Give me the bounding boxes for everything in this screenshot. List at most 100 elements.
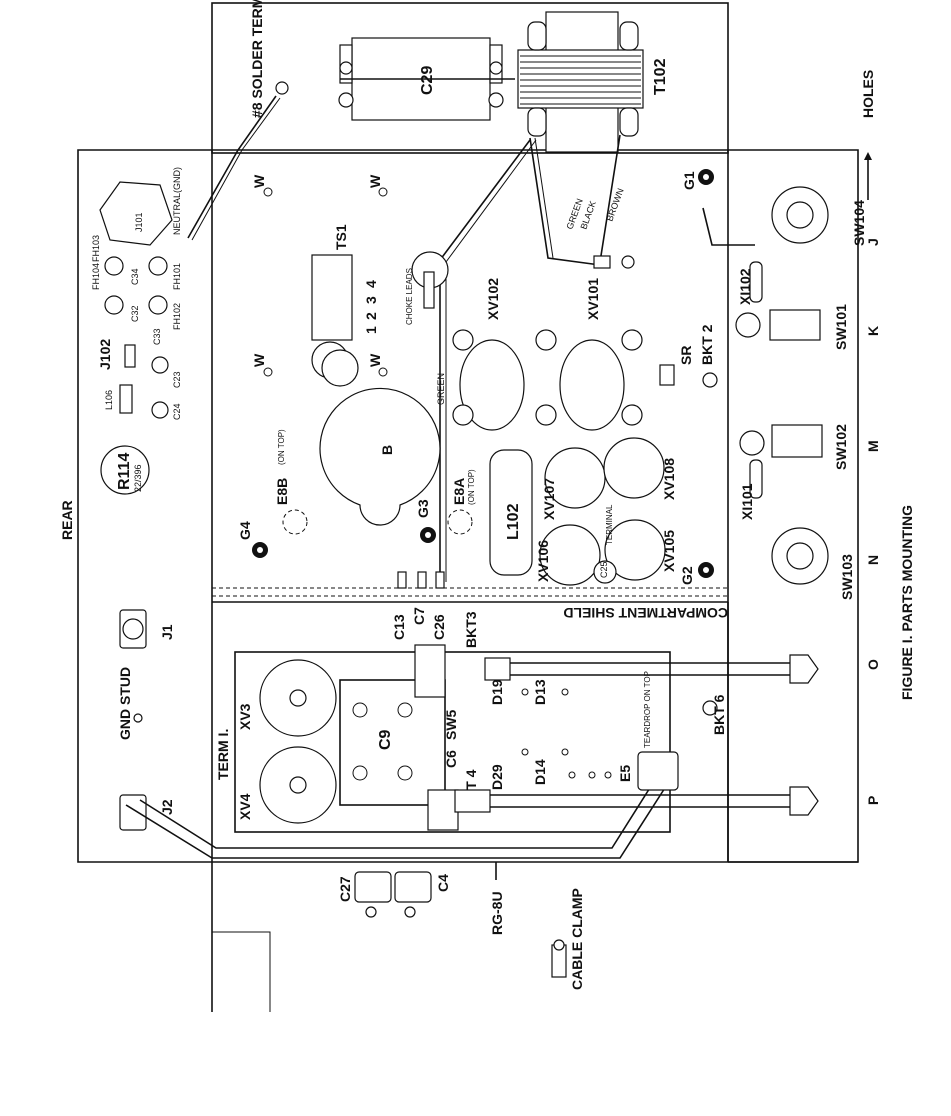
chassis-outline <box>77 2 859 1012</box>
connector-j1: J1 <box>119 609 175 649</box>
trimmer-c27: C27 <box>337 871 392 918</box>
d19-label: D19 <box>489 679 505 705</box>
tube-socket-xv108: XV108 <box>603 437 677 500</box>
xv102-label: XV102 <box>485 278 501 320</box>
solder-terminals: #8 SOLDER TERMINALS <box>187 0 289 241</box>
ground-points: G1 G2 G3 G4 <box>237 169 714 585</box>
bkt2-label: BKT 2 <box>699 324 715 365</box>
c27-label: C27 <box>337 876 353 902</box>
hole-letter-m: M <box>865 440 881 452</box>
choke-leads: CHOKE LEADS <box>405 251 449 325</box>
part-e8a: E8A (ON TOP) <box>447 469 476 535</box>
xv108-label: XV108 <box>661 458 677 500</box>
fh101-label: FH101 <box>172 263 182 290</box>
tube-socket-xv4: XV4 <box>237 746 337 824</box>
g3-label: G3 <box>415 499 431 518</box>
e5-label: E5 <box>617 765 633 782</box>
tube-socket-xv105: XV105 <box>604 519 677 581</box>
wire-brown-label: BROWN <box>604 187 625 223</box>
hole-letter-k: K <box>865 326 881 336</box>
wire-green-label-2: GREEN <box>436 373 446 405</box>
bracket-bkt6: BKT 6 <box>702 694 727 735</box>
j101-label: J101 <box>134 212 144 232</box>
solder-terminals-label: #8 SOLDER TERMINALS <box>249 0 265 118</box>
capacitor-c9: C9 <box>352 702 413 781</box>
bracket-bkt2: BKT 2 <box>699 324 718 388</box>
ts1-label: TS1 <box>333 224 349 250</box>
fh104-label: FH104 <box>91 263 101 290</box>
e8a-label: E8A <box>451 478 467 505</box>
c24-label: C24 <box>172 403 182 420</box>
capacitor-c29: C29 <box>338 37 515 121</box>
w-label: W <box>251 353 267 367</box>
c33-label: C33 <box>152 328 162 345</box>
connector-j102: J102 C23 <box>97 339 182 388</box>
holes-label: HOLES <box>860 70 876 118</box>
trimmer-c4: C4 <box>394 871 451 918</box>
xi102-label: XI102 <box>737 268 753 305</box>
c23-label: C23 <box>172 371 182 388</box>
c6-label: C6 <box>443 750 459 768</box>
tube-socket-xv101: XV101 <box>535 278 643 431</box>
sw5-label: SW5 <box>443 709 459 740</box>
t102-label: T102 <box>652 58 669 95</box>
hole-letter-j: J <box>865 238 881 246</box>
j102-label: J102 <box>97 339 113 370</box>
j2-label: J2 <box>159 799 175 815</box>
e8b-note: (ON TOP) <box>277 429 286 465</box>
transformer-t102: T102 <box>517 11 669 153</box>
tube-socket-xv107: XV107 <box>541 447 606 520</box>
hole-letter-p: P <box>865 796 881 805</box>
switch-sw5: SW5 C6 <box>414 644 459 768</box>
shaft-rods <box>490 654 819 816</box>
cable-rg8u: RG-8U <box>489 862 505 935</box>
capacitor-c25: C25 TERMINAL <box>593 504 617 584</box>
feedthrough-capacitors: C13 C7 C26 <box>391 571 447 640</box>
r114-label: R114 <box>116 453 133 490</box>
cable-clamp: CABLE CLAMP <box>551 888 585 990</box>
c7-label: C7 <box>411 607 427 625</box>
b-label: B <box>379 445 395 455</box>
teardrop-plate: TEARDROP ON TOP <box>637 671 679 791</box>
l106-label: L106 <box>104 390 114 410</box>
c29-label: C29 <box>419 66 436 95</box>
r114-value: 22/396 <box>133 464 143 492</box>
hole-letter-n: N <box>865 555 881 565</box>
fh102-label: FH102 <box>172 303 182 330</box>
j1-label: J1 <box>159 624 175 640</box>
mount-holes-w: W W W W <box>251 174 388 377</box>
ts1-terminal-4: 4 <box>363 280 379 288</box>
indicator-xi101: XI101 <box>739 459 763 520</box>
capacitor-b: B <box>319 387 441 526</box>
e8a-note: (ON TOP) <box>467 469 476 505</box>
c9-label: C9 <box>377 729 394 750</box>
figure-caption: FIGURE I. PARTS MOUNTING <box>899 505 915 700</box>
connector-j2: J2 <box>119 774 671 859</box>
term1-label: TERM I. <box>215 729 231 780</box>
switch-sw104: SW104 HOLES <box>702 70 876 246</box>
xi101-label: XI101 <box>739 483 755 520</box>
gnd-stud-label: GND STUD <box>117 667 133 740</box>
ts1-terminal-3: 3 <box>363 296 379 304</box>
c34-label: C34 <box>130 268 140 285</box>
xv106-label: XV106 <box>535 540 551 582</box>
c25-label: C25 <box>599 561 609 578</box>
xv105-label: XV105 <box>661 530 677 572</box>
part-e8b: E8B (ON TOP) <box>274 429 308 535</box>
resistor-r114: R114 22/396 <box>100 445 150 495</box>
sw102-label: SW102 <box>833 424 849 470</box>
d14-label: D14 <box>532 759 548 785</box>
tube-socket-xv106: XV106 <box>535 524 601 586</box>
g4-label: G4 <box>237 521 253 540</box>
bracket-bkt3: BKT3 <box>463 611 479 648</box>
bkt6-label: BKT 6 <box>711 694 727 735</box>
sw103-label: SW103 <box>839 554 855 600</box>
neutral-label: NEUTRAL(GND) <box>172 167 182 235</box>
c13-label: C13 <box>391 614 407 640</box>
compartment-shield-label: COMPARTMENT SHIELD <box>563 605 728 621</box>
e8b-label: E8B <box>274 478 290 505</box>
tube-socket-xv102: XV102 <box>452 278 525 431</box>
xv107-label: XV107 <box>541 478 557 520</box>
sr-label: SR <box>678 346 694 365</box>
